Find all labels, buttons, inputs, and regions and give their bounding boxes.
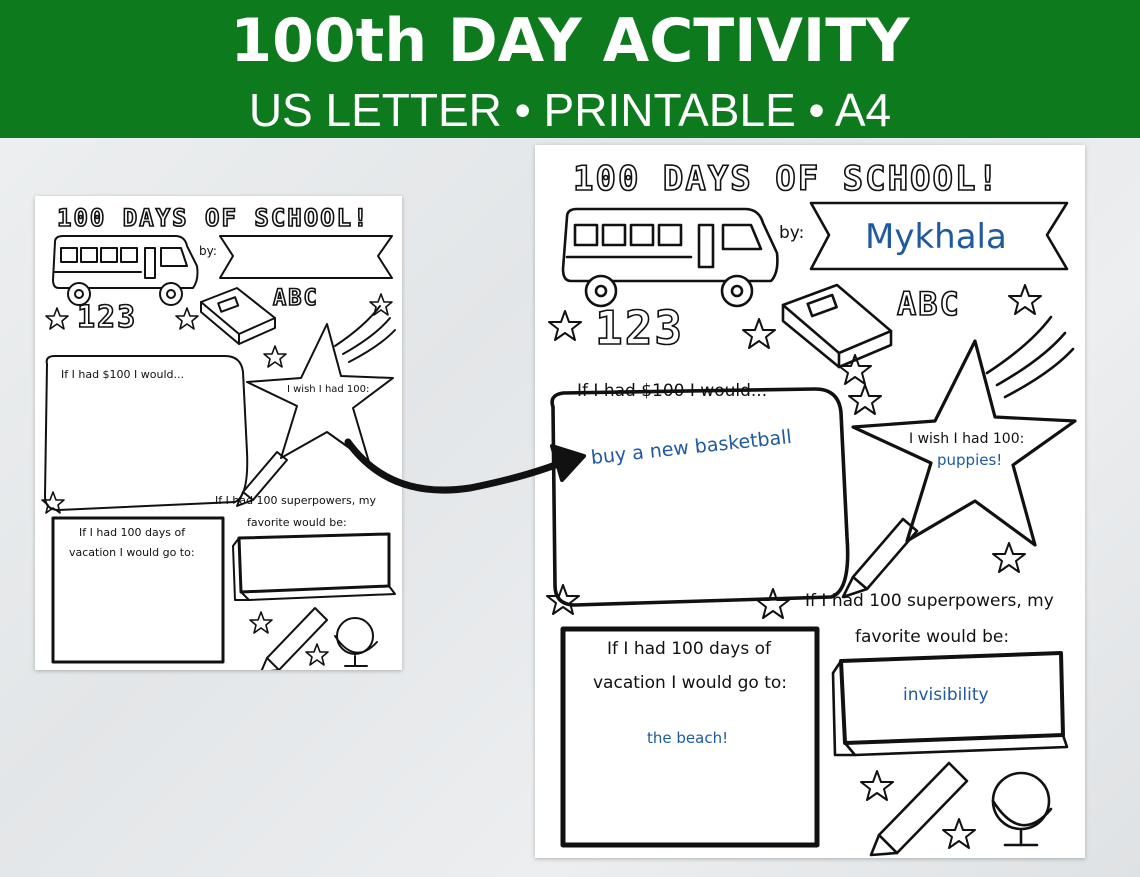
wish-star-frame	[246, 323, 394, 463]
by-label: by:	[199, 244, 217, 258]
vacation-answer-frame	[51, 516, 225, 664]
curved-arrow-icon	[344, 438, 586, 494]
vacation-question-line2: vacation I would go to:	[69, 546, 195, 559]
wish-answer: puppies!	[937, 451, 1003, 469]
money-question: If I had $100 I would...	[61, 368, 185, 381]
superpower-question-line1: If I had 100 superpowers, my	[215, 494, 376, 507]
vacation-question-line2: vacation I would go to:	[593, 673, 788, 693]
vacation-answer-frame	[560, 626, 820, 848]
star-icon	[546, 284, 1042, 849]
superpower-question-line2: favorite would be:	[855, 627, 1010, 647]
superpower-question-line1: If I had 100 superpowers, my	[805, 591, 1054, 611]
banner-subtitle: US LETTER • PRINTABLE • A4	[248, 84, 892, 136]
money-answer-frame	[550, 387, 850, 607]
by-label: by:	[779, 223, 805, 243]
title-banner: 100th DAY ACTIVITY US LETTER • PRINTABLE…	[0, 0, 1140, 138]
shooting-stars-icon	[985, 315, 1075, 399]
globe-icon	[991, 771, 1053, 847]
school-bus-icon	[561, 207, 779, 308]
name-banner-shape	[219, 235, 393, 279]
student-name: Mykhala	[865, 217, 1007, 257]
vacation-answer: the beach!	[647, 729, 729, 747]
superpower-answer: invisibility	[903, 685, 989, 705]
worksheet-heading: 100 DAYS OF SCHOOL!	[572, 158, 1000, 200]
numbers-decoration: 123	[76, 299, 138, 336]
money-question: If I had $100 I would...	[577, 381, 768, 401]
wish-question: I wish I had 100:	[909, 431, 1025, 447]
vacation-question-line1: If I had 100 days of	[607, 639, 771, 659]
superpower-answer-frame	[237, 532, 391, 594]
book-icon	[200, 287, 276, 345]
book-icon	[781, 283, 893, 369]
pencil-icon	[260, 607, 328, 670]
numbers-decoration: 123	[594, 300, 685, 356]
star-icon	[41, 293, 393, 666]
worksheet-heading: 100 DAYS OF SCHOOL!	[56, 203, 370, 233]
superpower-question-line2: favorite would be:	[247, 516, 347, 529]
school-bus-icon	[52, 235, 199, 306]
worksheet-artwork-large	[546, 201, 1077, 857]
banner-title: 100th DAY ACTIVITY	[230, 6, 910, 76]
globe-icon	[334, 617, 378, 667]
name-banner-shape	[809, 201, 1069, 271]
blank-worksheet-preview: 100 DAYS OF SCHOOL! by: 123 ABC If I had…	[35, 196, 402, 670]
letters-decoration: ABC	[896, 284, 961, 324]
shooting-stars-icon	[334, 305, 396, 363]
filled-worksheet-example: 100 DAYS OF SCHOOL! by: Mykhala 123 ABC …	[535, 145, 1085, 858]
wish-question: I wish I had 100:	[287, 384, 370, 395]
pencil-icon	[869, 761, 969, 857]
wish-star-frame	[851, 339, 1077, 547]
worksheet-artwork	[41, 235, 396, 670]
vacation-question-line1: If I had 100 days of	[79, 526, 186, 539]
crayon-icon	[841, 517, 919, 599]
crayon-icon	[236, 451, 288, 507]
letters-decoration: ABC	[272, 285, 319, 312]
